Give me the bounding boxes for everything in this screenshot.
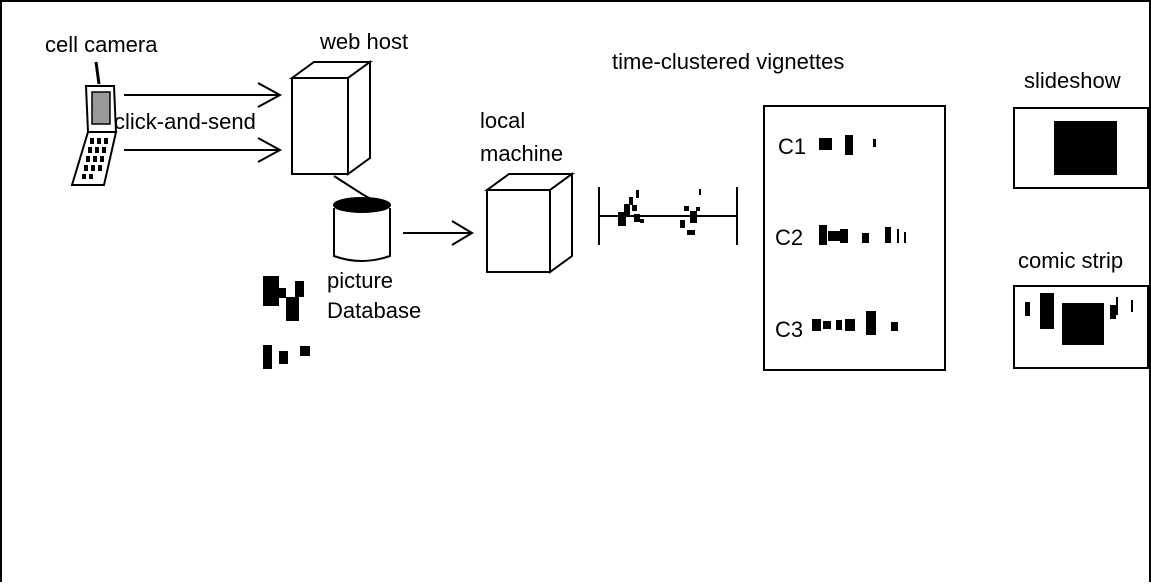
database-cylinder-icon bbox=[333, 197, 391, 262]
comic-strip-label: comic strip bbox=[1018, 248, 1123, 273]
slideshow-label: slideshow bbox=[1024, 68, 1121, 93]
phone-screen bbox=[91, 91, 111, 125]
local-label: local bbox=[480, 108, 525, 133]
web-host-label: web host bbox=[319, 29, 408, 54]
vignettes-title: time-clustered vignettes bbox=[612, 49, 844, 74]
cluster-c1-label: C1 bbox=[778, 134, 806, 159]
web-host-server-icon bbox=[288, 60, 374, 176]
upload-arrows bbox=[124, 82, 283, 163]
cluster-c3-thumbnails bbox=[812, 311, 898, 335]
cell-phone-icon bbox=[70, 61, 118, 186]
slideshow-picture bbox=[1054, 121, 1117, 175]
comic-strip-panels bbox=[1025, 293, 1133, 345]
database-to-machine-arrow bbox=[403, 220, 474, 246]
vignettes-panel bbox=[763, 105, 946, 371]
cluster-c1-thumbnails bbox=[819, 135, 876, 155]
click-and-send-label: click-and-send bbox=[114, 109, 256, 134]
timeline-picture-marks bbox=[618, 189, 701, 235]
database-label: Database bbox=[327, 298, 421, 323]
cluster-c2-thumbnails bbox=[819, 225, 906, 245]
picture-thumbnails bbox=[263, 276, 310, 369]
cell-camera-label: cell camera bbox=[45, 32, 158, 57]
slideshow-frame bbox=[1013, 107, 1149, 189]
cluster-c2-label: C2 bbox=[775, 225, 803, 250]
machine-label: machine bbox=[480, 141, 563, 166]
comic-strip-frame bbox=[1013, 285, 1149, 369]
picture-label: picture bbox=[327, 268, 393, 293]
local-machine-box-icon bbox=[483, 172, 576, 274]
cluster-c3-label: C3 bbox=[775, 317, 803, 342]
